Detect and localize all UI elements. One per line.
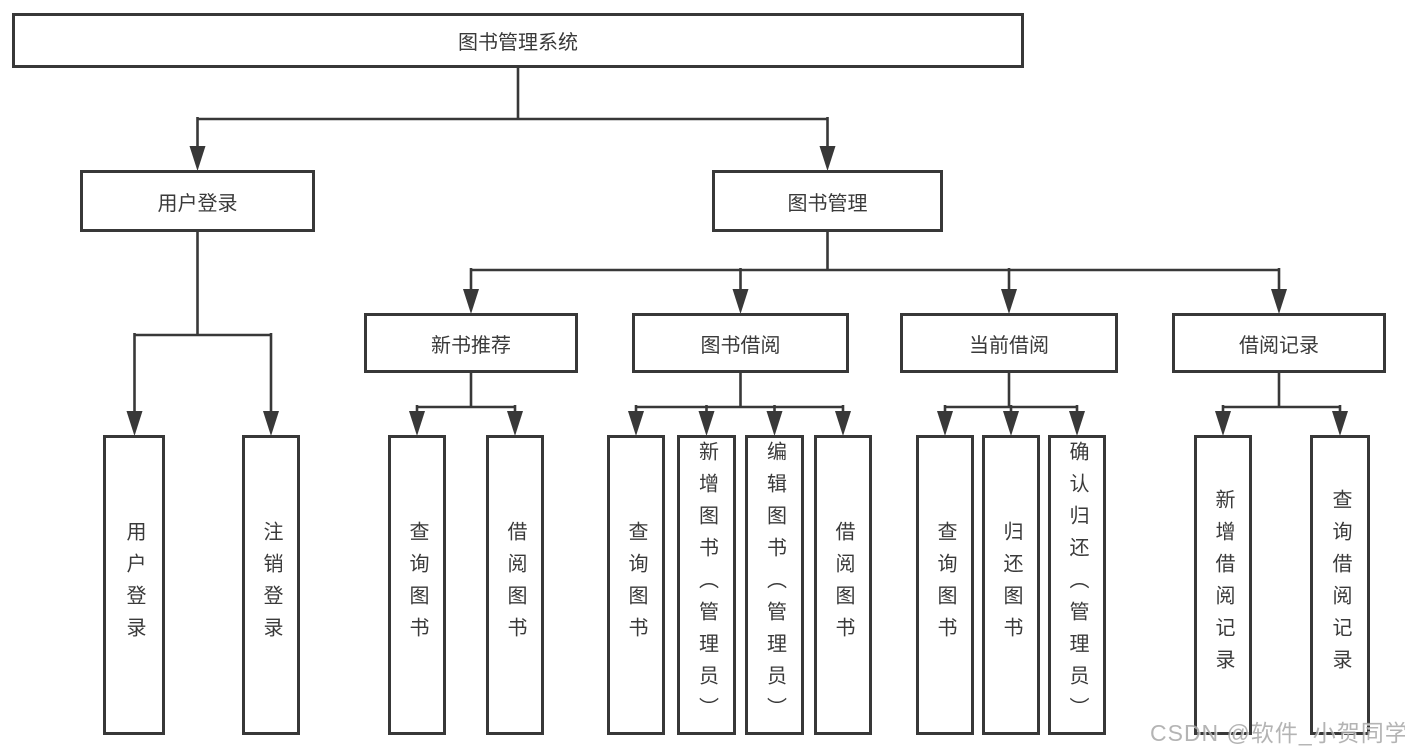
node-label: 借阅图书 (504, 521, 526, 649)
arrow-down-icon (507, 411, 523, 436)
node-label: 用户登录 (157, 192, 238, 215)
arrow-down-icon (1215, 411, 1231, 436)
leaf-add-book-admin: 新增图书（管理员） (677, 435, 736, 735)
arrow-down-icon (732, 289, 749, 314)
node-label: 查询借阅记录 (1329, 489, 1351, 681)
leaf-borrow-books-1: 借阅图书 (486, 435, 544, 735)
node-label: 确认归还（管理员） (1066, 441, 1088, 729)
node-label: 借阅记录 (1239, 334, 1319, 357)
arrow-down-icon (1069, 411, 1085, 436)
node-label: 图书借阅 (700, 334, 781, 357)
node-label: 新书推荐 (431, 334, 511, 357)
arrow-down-icon (766, 411, 783, 436)
arrow-down-icon (628, 411, 644, 436)
node-label: 新增图书（管理员） (695, 441, 718, 729)
node-label: 查询图书 (625, 521, 647, 649)
leaf-edit-book-admin: 编辑图书（管理员） (745, 435, 804, 735)
node-label: 编辑图书（管理员） (763, 441, 786, 729)
node-new-book-recommend: 新书推荐 (364, 313, 578, 373)
arrow-down-icon (409, 411, 425, 436)
csdn-watermark: CSDN @软件_小贺同学 (1150, 720, 1405, 746)
arrow-down-icon (1332, 411, 1348, 436)
node-label: 当前借阅 (969, 334, 1049, 357)
node-book-borrowing: 图书借阅 (632, 313, 849, 373)
node-current-borrowing: 当前借阅 (900, 313, 1118, 373)
arrow-down-icon (698, 411, 715, 436)
node-label: 图书管理 (787, 192, 868, 215)
node-user-login-branch: 用户登录 (80, 170, 315, 232)
node-label: 新增借阅记录 (1212, 489, 1234, 681)
arrow-down-icon (189, 146, 206, 171)
node-root-system: 图书管理系统 (12, 13, 1024, 68)
leaf-query-books-2: 查询图书 (607, 435, 665, 735)
node-label: 归还图书 (1000, 521, 1022, 649)
leaf-add-borrow-record: 新增借阅记录 (1194, 435, 1252, 735)
leaf-return-book: 归还图书 (982, 435, 1040, 735)
arrow-down-icon (1001, 289, 1017, 314)
arrow-down-icon (463, 289, 479, 314)
arrow-down-icon (1003, 411, 1019, 436)
arrow-down-icon (819, 146, 836, 171)
arrow-down-icon (1271, 289, 1287, 314)
arrow-down-icon (126, 411, 143, 436)
arrow-down-icon (835, 411, 851, 436)
node-book-management: 图书管理 (712, 170, 943, 232)
leaf-query-books-3: 查询图书 (916, 435, 974, 735)
node-label: 用户登录 (123, 521, 145, 649)
arrow-down-icon (937, 411, 953, 436)
leaf-confirm-return-admin: 确认归还（管理员） (1048, 435, 1106, 735)
node-borrow-records: 借阅记录 (1172, 313, 1386, 373)
node-label: 图书管理系统 (458, 32, 578, 54)
leaf-user-login: 用户登录 (103, 435, 165, 735)
node-label: 查询图书 (406, 521, 428, 649)
node-label: 借阅图书 (832, 521, 854, 649)
node-label: 查询图书 (934, 521, 956, 649)
leaf-logout: 注销登录 (242, 435, 300, 735)
node-label: 注销登录 (260, 521, 282, 649)
arrow-down-icon (263, 411, 279, 436)
leaf-query-borrow-record: 查询借阅记录 (1310, 435, 1370, 735)
leaf-query-books-1: 查询图书 (388, 435, 446, 735)
leaf-borrow-books-2: 借阅图书 (814, 435, 872, 735)
